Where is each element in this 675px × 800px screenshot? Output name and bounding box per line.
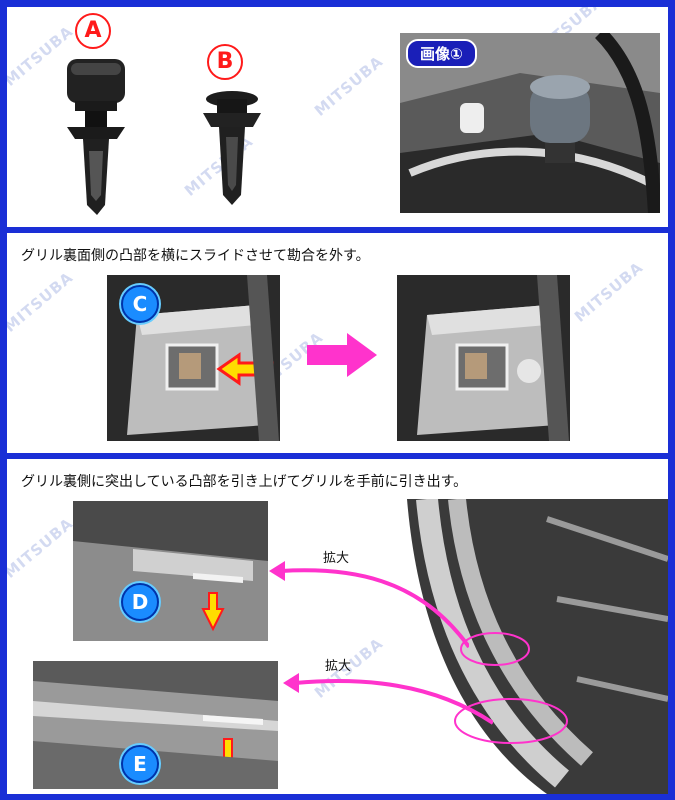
clip-a-image — [67, 59, 125, 215]
caption-pull: グリル裏側に突出している凸部を引き上げてグリルを手前に引き出す。 — [21, 474, 468, 490]
label-e: E — [121, 745, 159, 783]
watermark: MITSUBA — [7, 268, 77, 336]
watermark: MITSUBA — [311, 52, 387, 120]
pull-panel: MITSUBA MITSUBA MITSUBA MITSUBA グリル裏側に突出… — [7, 459, 668, 794]
photo-e: E — [33, 661, 278, 789]
photo-c-after — [397, 275, 570, 441]
parts-panel: MITSUBA MITSUBA MITSUBA MITSUBA A B — [7, 7, 668, 227]
slide-panel: MITSUBA MITSUBA MITSUBA グリル裏面側の凸部を横にスライド… — [7, 233, 668, 453]
label-c: C — [121, 285, 159, 323]
arrow-right-icon — [307, 333, 377, 377]
label-a: A — [75, 13, 111, 49]
photo-d: D — [73, 501, 268, 641]
caption-slide: グリル裏面側の凸部を横にスライドさせて勘合を外す。 — [21, 248, 370, 264]
label-d: D — [121, 583, 159, 621]
watermark: MITSUBA — [571, 258, 647, 326]
zoom-label-1: 拡大 — [323, 551, 350, 566]
watermark: MITSUBA — [7, 514, 77, 582]
zoom-label-2: 拡大 — [325, 659, 352, 674]
photo-c-before: C — [107, 275, 280, 441]
label-b: B — [207, 44, 243, 80]
image-tag: 画像① — [406, 39, 477, 68]
photo-1: 画像① — [400, 33, 660, 213]
clip-b-image — [203, 91, 261, 205]
photo-grille — [397, 499, 668, 794]
zoom-arrow-2-icon — [283, 673, 493, 725]
zoom-arrow-1-icon — [269, 561, 469, 649]
